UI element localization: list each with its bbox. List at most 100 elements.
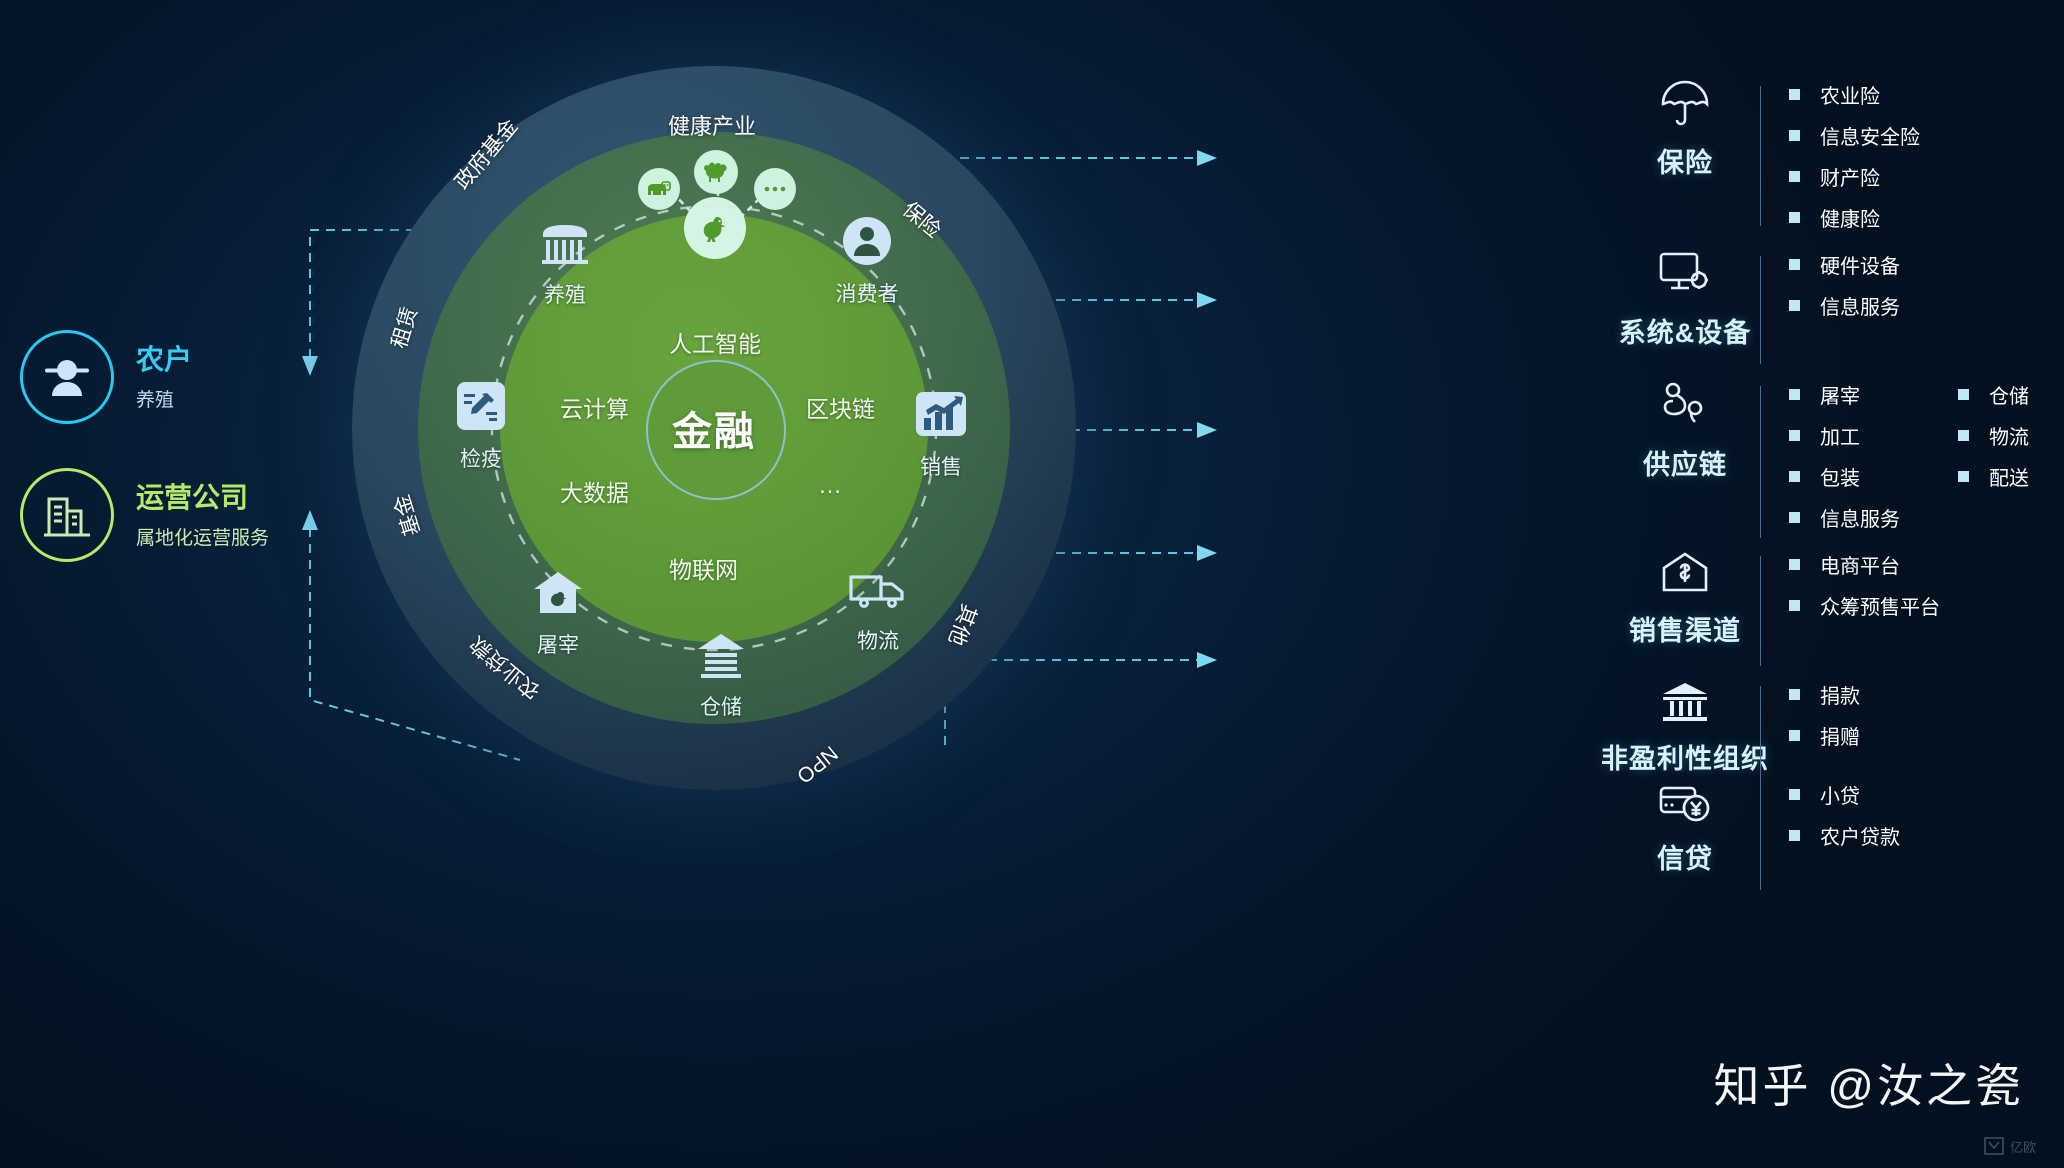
item-column: 屠宰 加工 包装 信息服务 (1789, 380, 1900, 532)
item-label: 硬件设备 (1820, 256, 1900, 278)
item-label: 财产险 (1820, 168, 1880, 190)
list-item[interactable]: 包装 (1789, 462, 1900, 491)
warehouse-icon (661, 630, 781, 685)
chain-node-logistics[interactable]: 物流 (818, 568, 938, 655)
category-nonprofit[interactable]: 非盈利性组织 捐款 捐赠 (1601, 680, 1860, 796)
watermark-corner-label: 亿欧 (2009, 1139, 2036, 1155)
chain-node-sales[interactable]: 销售 (881, 388, 1001, 481)
bullet-icon (1789, 789, 1800, 800)
category-head: 供应链 (1610, 380, 1760, 482)
chain-node-label: 消费者 (835, 283, 899, 306)
bullet-icon (1958, 471, 1969, 482)
category-head: 信贷 (1610, 780, 1760, 876)
list-item[interactable]: 屠宰 (1789, 380, 1900, 409)
list-item[interactable]: 健康险 (1789, 203, 1920, 232)
watermark-zhihu: 知乎 @汝之瓷 (1713, 1060, 2024, 1112)
chain-node-label: 仓储 (700, 696, 742, 719)
item-label: 农业险 (1820, 86, 1880, 108)
list-item[interactable]: 配送 (1958, 462, 2029, 491)
category-items: 硬件设备 信息服务 (1761, 250, 1900, 320)
category-sales-channel[interactable]: 销售渠道 电商平台 众筹预售平台 (1610, 550, 1940, 672)
item-label: 健康险 (1820, 209, 1880, 231)
chain-node-warehouse[interactable]: 仓储 (661, 630, 781, 721)
entity-subtitle: 养殖 (136, 390, 175, 411)
list-item[interactable]: 加工 (1789, 421, 1900, 450)
chain-node-label: 检疫 (460, 448, 502, 471)
category-name: 系统&设备 (1618, 318, 1752, 348)
user-icon (807, 215, 927, 272)
list-item[interactable]: 财产险 (1789, 162, 1920, 191)
tech-label-cloud: 云计算 (560, 396, 629, 422)
list-item[interactable]: 农户贷款 (1789, 821, 1900, 850)
sheep-icon (694, 150, 738, 194)
building-icon (20, 468, 114, 562)
category-systems-equipment[interactable]: 系统&设备 硬件设备 信息服务 (1610, 250, 1900, 370)
item-label: 加工 (1820, 427, 1860, 449)
item-label: 农户贷款 (1820, 827, 1900, 849)
poultry-house-icon (498, 568, 618, 623)
truck-icon (818, 568, 938, 619)
list-item[interactable]: 信息服务 (1789, 291, 1900, 320)
bullet-icon (1789, 689, 1800, 700)
bullet-icon (1789, 300, 1800, 311)
chain-node-label: 物流 (857, 630, 899, 653)
bullet-icon (1789, 171, 1800, 182)
list-item[interactable]: 捐款 (1789, 680, 1860, 709)
divider (1760, 86, 1761, 226)
supply-chain-icon (1659, 380, 1711, 435)
health-industry-label: 健康产业 (668, 114, 757, 139)
list-item[interactable]: 信息安全险 (1789, 121, 1920, 150)
category-supply-chain[interactable]: 供应链 屠宰 加工 包装 信息服务 仓储 物流 配送 (1610, 380, 2029, 544)
item-label: 包装 (1820, 468, 1860, 490)
category-items: 小贷 农户贷款 (1761, 780, 1900, 850)
list-item[interactable]: 电商平台 (1789, 550, 1940, 579)
entity-title: 农户 (136, 344, 193, 375)
list-item[interactable]: 农业险 (1789, 80, 1920, 109)
category-items: 电商平台 众筹预售平台 (1761, 550, 1940, 620)
watermark-corner: 亿欧 (1983, 1136, 2036, 1156)
item-label: 众筹预售平台 (1820, 597, 1940, 619)
monitor-gear-icon (1657, 250, 1713, 303)
item-label: 捐赠 (1820, 727, 1860, 749)
category-credit[interactable]: 信贷 小贷 农户贷款 (1610, 780, 1900, 896)
entity-farmer[interactable]: 农户 养殖 (20, 330, 192, 424)
chain-node-quarantine[interactable]: 检疫 (421, 380, 541, 473)
chain-node-label: 销售 (920, 456, 962, 479)
list-item[interactable]: 物流 (1958, 421, 2029, 450)
item-column: 仓储 物流 配送 (1958, 380, 2029, 532)
category-insurance[interactable]: 保险 农业险 信息安全险 财产险 健康险 (1610, 80, 1920, 232)
list-item[interactable]: 硬件设备 (1789, 250, 1900, 279)
list-item[interactable]: 仓储 (1958, 380, 2029, 409)
bullet-icon (1789, 212, 1800, 223)
item-label: 屠宰 (1820, 386, 1860, 408)
money-house-icon (1658, 550, 1712, 601)
category-items: 屠宰 加工 包装 信息服务 仓储 物流 配送 (1761, 380, 2029, 532)
chart-up-icon (881, 388, 1001, 445)
item-label: 信息服务 (1820, 509, 1900, 531)
list-item[interactable]: 众筹预售平台 (1789, 591, 1940, 620)
item-label: 电商平台 (1820, 556, 1900, 578)
bullet-icon (1789, 830, 1800, 841)
chain-node-slaughter[interactable]: 屠宰 (498, 568, 618, 659)
chain-node-consumer[interactable]: 消费者 (807, 215, 927, 308)
entity-subtitle: 属地化运营服务 (136, 528, 270, 549)
item-label: 信息服务 (1820, 297, 1900, 319)
chain-node-label: 养殖 (544, 284, 586, 307)
category-name: 供应链 (1643, 450, 1727, 480)
item-column: 小贷 农户贷款 (1789, 780, 1900, 850)
tech-label-blockchain: 区块链 (806, 396, 875, 422)
divider (1760, 256, 1761, 364)
category-head: 非盈利性组织 (1601, 680, 1768, 776)
entity-operating-company[interactable]: 运营公司 属地化运营服务 (20, 468, 269, 562)
bullet-icon (1789, 471, 1800, 482)
list-item[interactable]: 信息服务 (1789, 503, 1900, 532)
item-label: 小贷 (1820, 786, 1860, 808)
category-items: 农业险 信息安全险 财产险 健康险 (1761, 80, 1920, 232)
list-item[interactable]: 小贷 (1789, 780, 1900, 809)
list-item[interactable]: 捐赠 (1789, 721, 1860, 750)
chain-node-breeding[interactable]: 养殖 (505, 218, 625, 309)
bank-icon (1659, 680, 1711, 729)
bullet-icon (1789, 730, 1800, 741)
tech-label-more: … (818, 472, 844, 499)
category-head: 系统&设备 (1610, 250, 1760, 350)
